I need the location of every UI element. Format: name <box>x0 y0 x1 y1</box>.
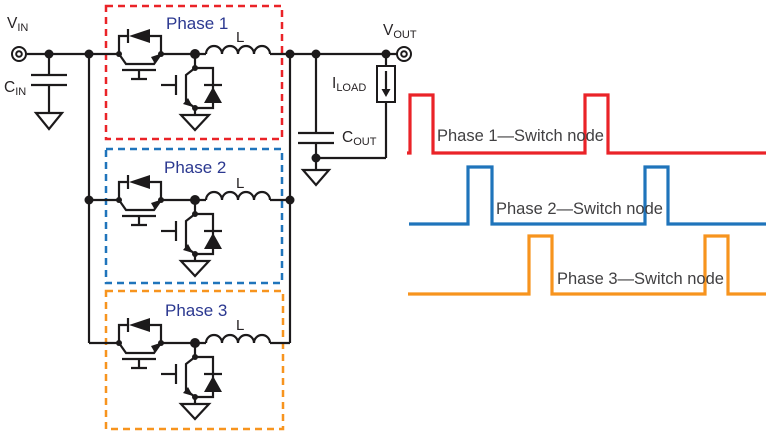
phase-1-label: Phase 1 <box>166 14 229 33</box>
vin-terminal-inner <box>15 50 23 58</box>
vout-label: VOUT <box>383 23 417 41</box>
phase-3-label: Phase 3 <box>165 301 228 320</box>
waveform-phase-2 <box>409 165 766 226</box>
phase-1-inductor-label: L <box>236 29 245 46</box>
vin-label: VIN <box>7 16 28 34</box>
iload-label-sub: LOAD <box>336 81 367 94</box>
junction-dot <box>285 195 295 205</box>
cin-label-main: C <box>4 79 16 96</box>
cin-label-sub: IN <box>15 85 27 98</box>
cin-ground-symbol <box>33 111 65 131</box>
vout-terminal-inner <box>400 50 408 58</box>
vout-label-main: V <box>383 22 394 39</box>
vin-terminal-outer <box>11 46 27 62</box>
phase-3-inductor-label: L <box>236 317 245 334</box>
cout-label: COUT <box>342 130 376 148</box>
waveform-3-label: Phase 3—Switch node <box>557 270 724 288</box>
cin-capacitor <box>31 54 67 113</box>
vin-label-sub: IN <box>17 21 29 34</box>
iload-label-main: I <box>332 75 337 92</box>
cout-capacitor <box>298 54 334 170</box>
waveform-phase-3 <box>408 234 766 296</box>
iload-arrow-head <box>381 89 391 97</box>
cout-label-sub: OUT <box>353 135 377 148</box>
output-network <box>285 46 412 343</box>
vout-label-sub: OUT <box>393 28 417 41</box>
junction-dot <box>285 49 295 59</box>
vout-terminal-outer <box>396 46 412 62</box>
phase-1-box <box>104 4 284 141</box>
iload-label: ILOAD <box>332 76 366 94</box>
phase-2-inductor-label: L <box>236 175 245 192</box>
waveform-phase-1 <box>407 93 766 155</box>
cout-label-main: C <box>342 129 354 146</box>
vin-label-main: V <box>7 15 18 32</box>
phase-2-circuit <box>87 173 292 278</box>
phase-1-circuit <box>87 27 292 132</box>
waveform-2-label: Phase 2—Switch node <box>496 200 663 218</box>
cout-ground-symbol <box>300 168 332 187</box>
phase-2-box <box>104 147 284 285</box>
phase-3-box <box>104 289 285 431</box>
waveform-1-label: Phase 1—Switch node <box>437 127 604 145</box>
cin-label: CIN <box>4 80 26 98</box>
phase-3-circuit <box>87 316 292 421</box>
phase-2-label: Phase 2 <box>164 158 227 177</box>
